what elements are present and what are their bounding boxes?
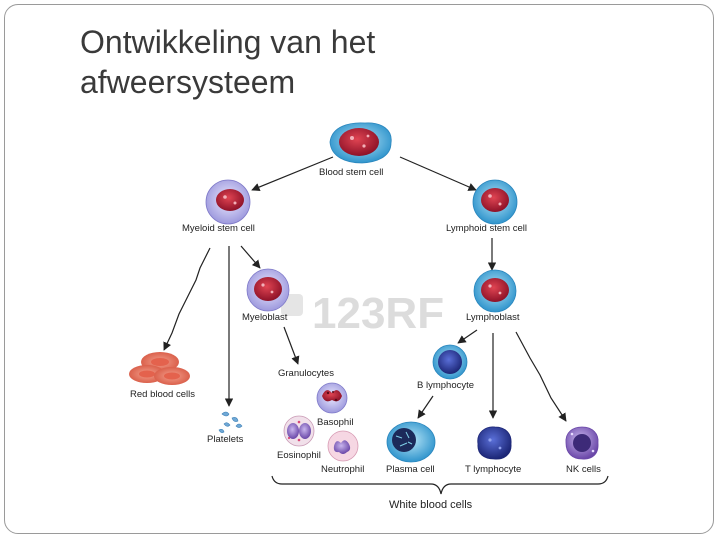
neutrophil-icon xyxy=(327,430,359,462)
white-blood-cells-bracket xyxy=(271,475,609,495)
label-neutrophil: Neutrophil xyxy=(321,464,364,475)
platelets-icon xyxy=(218,411,243,433)
label-lymphoid-stem-cell: Lymphoid stem cell xyxy=(446,223,527,234)
lymphoblast-icon xyxy=(473,269,517,313)
label-blood-stem-cell: Blood stem cell xyxy=(319,167,383,178)
eosinophil-icon xyxy=(283,415,315,447)
label-lymphoblast: Lymphoblast xyxy=(466,312,520,323)
lymphoid-stem-cell-icon xyxy=(472,179,518,225)
myeloid-stem-cell-icon xyxy=(205,179,251,225)
arrow-lymphoblast-to-nk xyxy=(515,331,567,422)
arrows xyxy=(163,156,567,422)
label-granulocytes: Granulocytes xyxy=(278,368,334,379)
myeloblast-icon xyxy=(246,268,290,312)
label-myeloid-stem-cell: Myeloid stem cell xyxy=(182,223,255,234)
arrow-myeloid-to-rbc xyxy=(163,247,211,351)
t-lymphocyte-icon xyxy=(477,426,512,460)
arrow-stem-to-myeloid xyxy=(251,156,334,192)
arrow-myeloid-to-myeloblast xyxy=(240,245,261,269)
label-basophil: Basophil xyxy=(317,417,353,428)
slide-title-line-1: Ontwikkeling van het xyxy=(80,24,376,60)
label-red-blood-cells: Red blood cells xyxy=(130,389,195,400)
watermark-text: 123RF xyxy=(312,289,444,338)
basophil-icon xyxy=(316,382,348,414)
label-myeloblast: Myeloblast xyxy=(242,312,288,323)
label-t-lymphocyte: T lymphocyte xyxy=(465,464,521,475)
slide-frame xyxy=(4,4,714,534)
watermark: 123RF xyxy=(281,289,444,338)
label-b-lymphocyte: B lymphocyte xyxy=(417,380,474,391)
arrow-lymphoblast-to-b-lymphocyte xyxy=(457,329,478,344)
slide-title: Ontwikkeling van het afweersysteem xyxy=(80,22,375,102)
red-blood-cells-icon xyxy=(129,352,190,385)
nk-cells-icon xyxy=(565,426,599,460)
label-nk-cells: NK cells xyxy=(566,464,601,475)
label-eosinophil: Eosinophil xyxy=(277,450,321,461)
arrow-b-lymphocyte-to-plasma xyxy=(417,395,434,419)
arrow-stem-to-lymphoid xyxy=(399,156,477,191)
blood-stem-cell-icon xyxy=(329,122,392,164)
label-platelets: Platelets xyxy=(207,434,244,445)
label-white-blood-cells: White blood cells xyxy=(389,499,473,511)
slide-title-line-2: afweersysteem xyxy=(80,64,296,100)
b-lymphocyte-icon xyxy=(432,344,468,380)
arrow-myeloblast-to-granulocytes xyxy=(283,326,300,365)
plasma-cell-icon xyxy=(386,421,436,463)
label-plasma-cell: Plasma cell xyxy=(386,464,435,475)
